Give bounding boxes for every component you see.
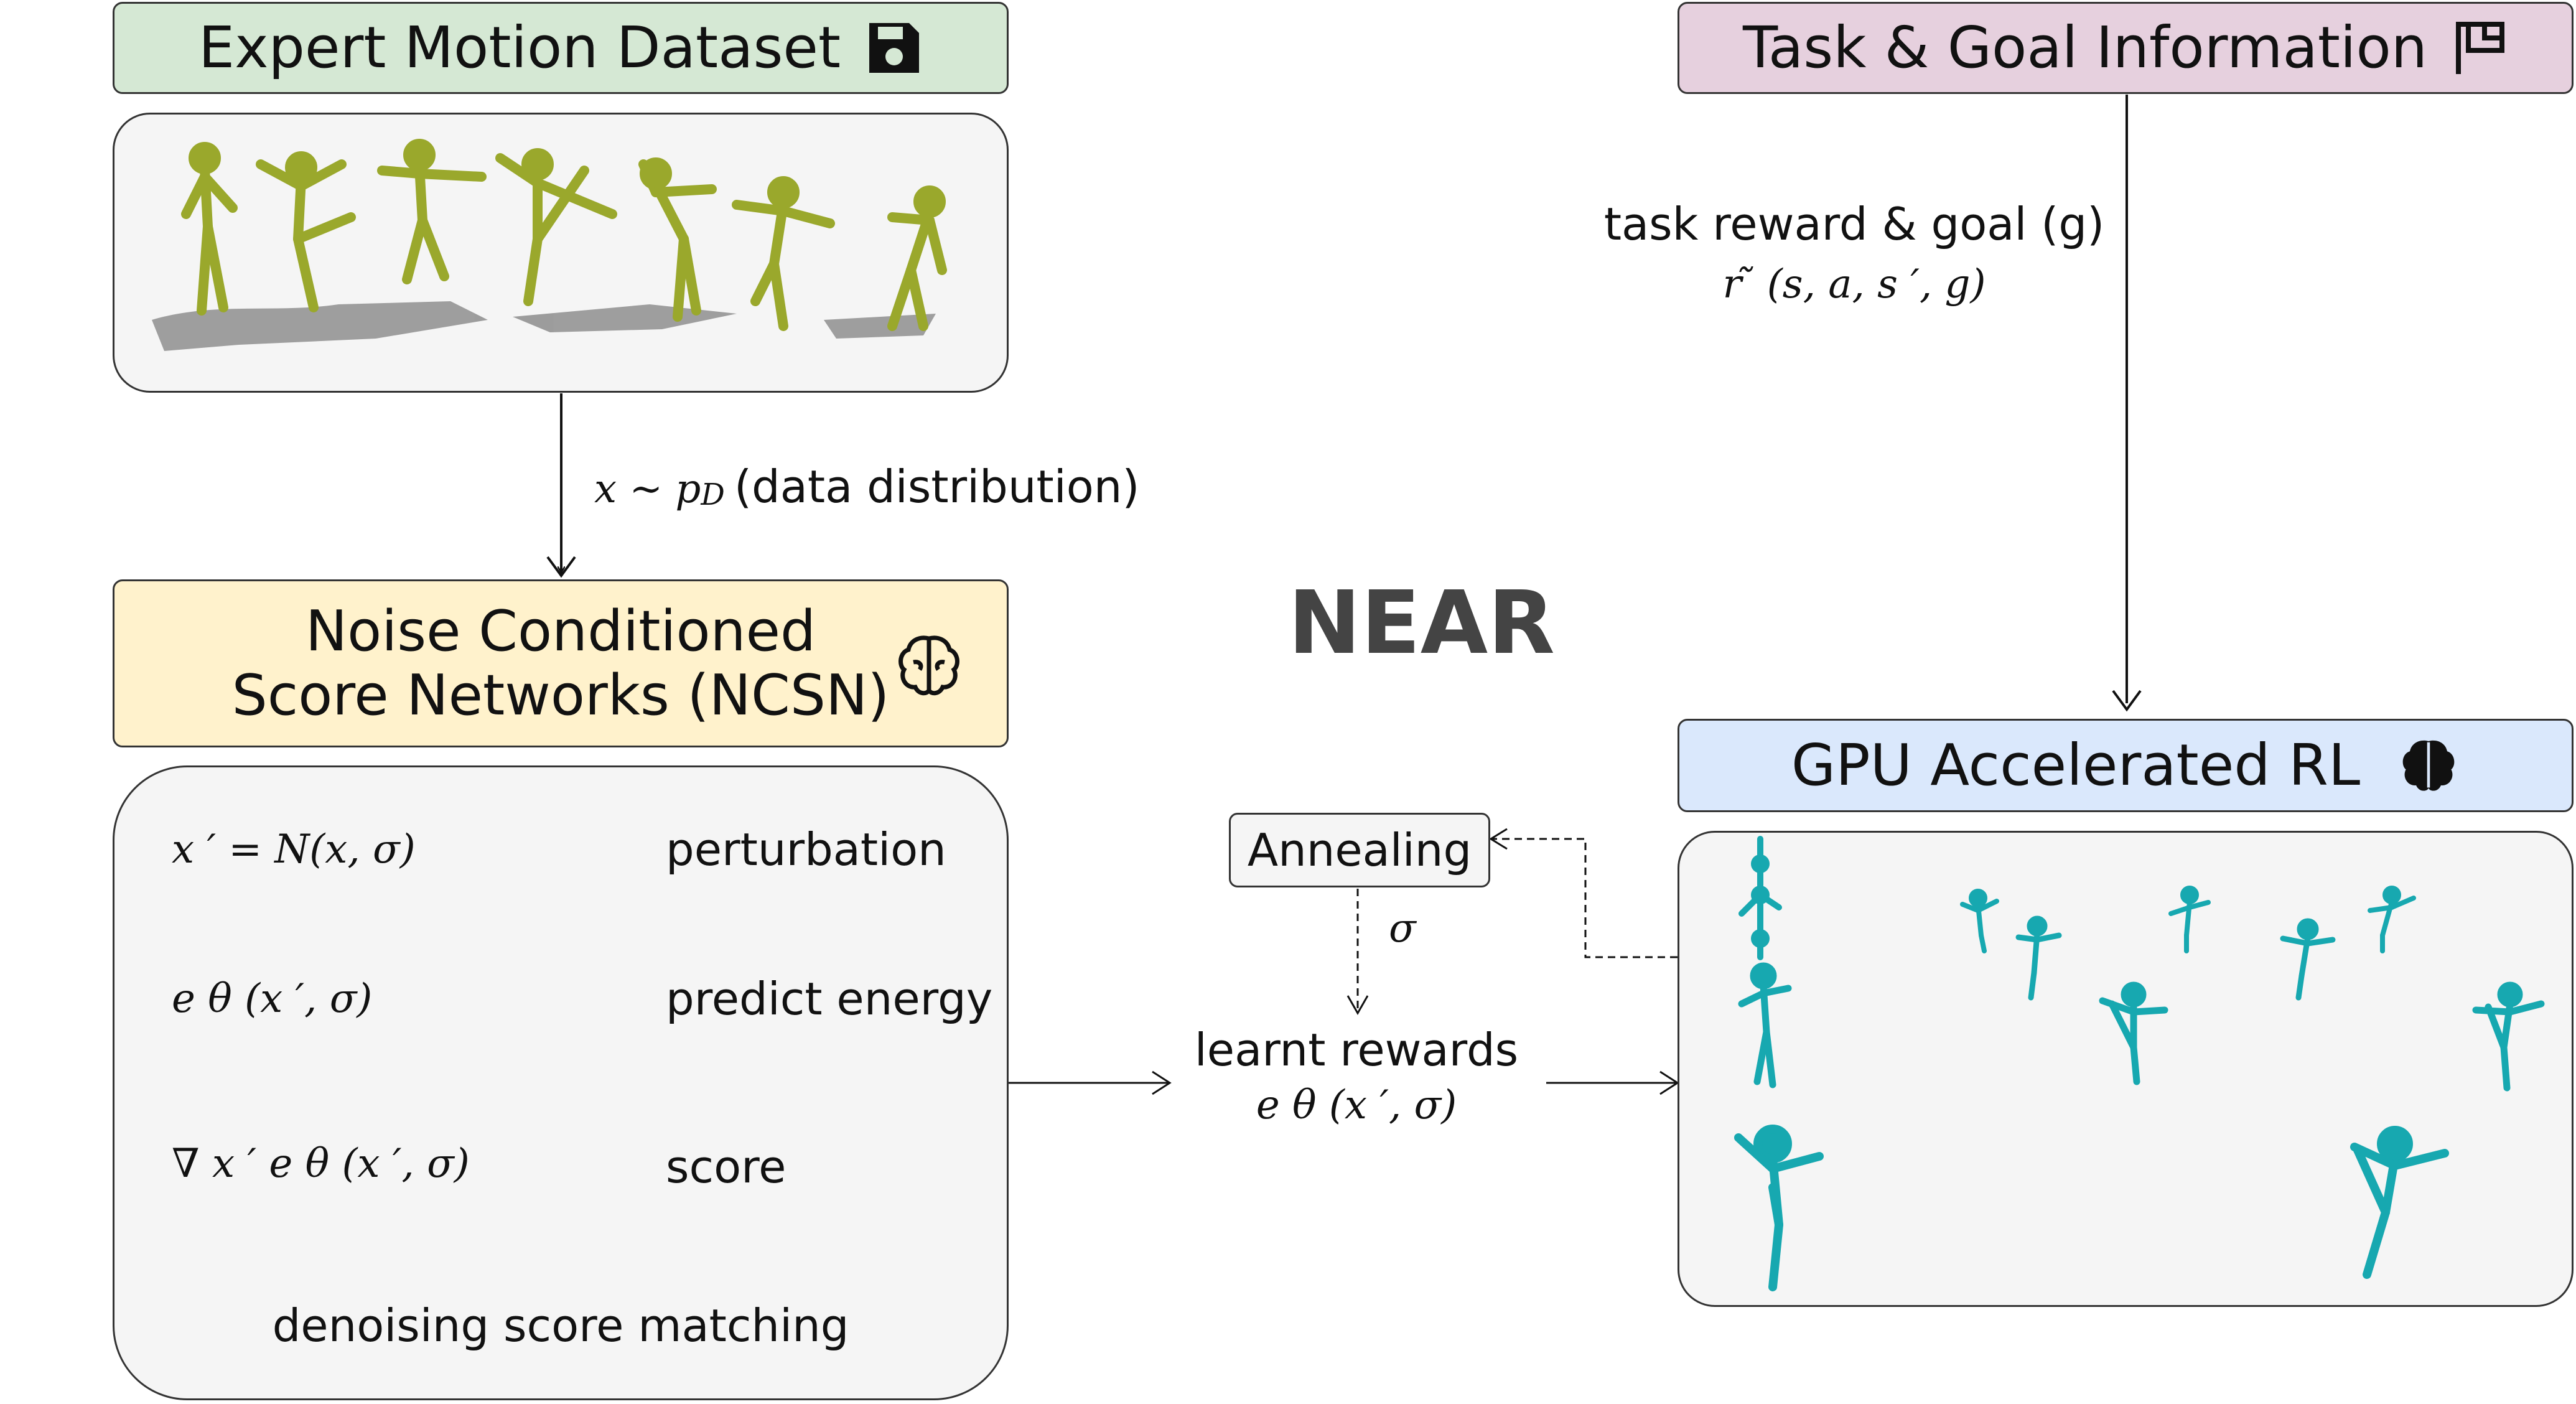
task-reward-line2: r ̃ (s, a, s ′, g) bbox=[1722, 261, 1986, 307]
annealing-label: Annealing bbox=[1247, 824, 1472, 876]
dataset-motion-panel bbox=[113, 113, 1009, 393]
data-distribution-label: x ∼ pD (data distribution) bbox=[594, 461, 1140, 513]
perturbation-label: perturbation bbox=[666, 823, 946, 876]
figure-shadows bbox=[152, 301, 936, 351]
sigma-label: σ bbox=[1389, 906, 1416, 952]
task-reward-label: task reward & goal (g) r ̃ (s, a, s ′, g… bbox=[1593, 198, 2116, 307]
arrow-rewards-to-rl bbox=[1546, 1070, 1679, 1095]
near-title: NEAR bbox=[1288, 573, 1555, 674]
learnt-rewards-label: learnt rewards e θ (x ′, σ) bbox=[1170, 1024, 1543, 1128]
brain-outline-icon bbox=[895, 631, 963, 702]
learnt-rewards-line2: e θ (x ′, σ) bbox=[1256, 1082, 1457, 1128]
ncsn-details-panel: x ′ = N(x, σ) perturbation e θ (x ′, σ) … bbox=[113, 765, 1009, 1400]
score-label: score bbox=[666, 1141, 786, 1193]
ncsn-header: Noise Conditioned Score Networks (NCSN) bbox=[113, 579, 1009, 747]
teal-figures bbox=[1734, 836, 2545, 1291]
arrow-ncsn-to-rewards bbox=[1008, 1070, 1172, 1095]
flag-icon bbox=[2452, 19, 2508, 77]
dataset-title: Expert Motion Dataset bbox=[198, 14, 841, 82]
olive-figures bbox=[181, 139, 947, 331]
annealing-box: Annealing bbox=[1229, 813, 1490, 887]
dashed-arrow-rl-to-annealing bbox=[1489, 828, 1678, 958]
floppy-disk-icon bbox=[866, 19, 923, 77]
score-expr: ∇ x ′ e θ (x ′, σ) bbox=[172, 1141, 470, 1187]
ncsn-title-line1: Noise Conditioned bbox=[305, 598, 816, 664]
rl-title: GPU Accelerated RL bbox=[1791, 732, 2361, 799]
learnt-rewards-line1: learnt rewards bbox=[1194, 1024, 1519, 1076]
dataset-header: Expert Motion Dataset bbox=[113, 2, 1009, 94]
ncsn-title-line2: Score Networks (NCSN) bbox=[231, 663, 890, 728]
olive-figures-image bbox=[152, 139, 947, 351]
arrow-task-to-rl bbox=[2112, 95, 2142, 712]
teal-figures-image bbox=[1734, 836, 2545, 1291]
denoising-score-matching-label: denoising score matching bbox=[272, 1299, 849, 1352]
task-header: Task & Goal Information bbox=[1678, 2, 2574, 94]
rl-simulation-panel bbox=[1678, 831, 2574, 1307]
task-reward-line1: task reward & goal (g) bbox=[1603, 198, 2105, 250]
energy-expr: e θ (x ′, σ) bbox=[172, 976, 373, 1022]
predict-energy-label: predict energy bbox=[666, 973, 993, 1025]
brain-solid-icon bbox=[2397, 734, 2460, 797]
task-title: Task & Goal Information bbox=[1742, 14, 2428, 82]
dashed-arrow-annealing-to-rewards bbox=[1346, 889, 1369, 1016]
arrow-dataset-to-ncsn bbox=[546, 393, 576, 578]
perturbation-expr: x ′ = N(x, σ) bbox=[172, 826, 416, 873]
rl-header: GPU Accelerated RL bbox=[1678, 719, 2574, 812]
